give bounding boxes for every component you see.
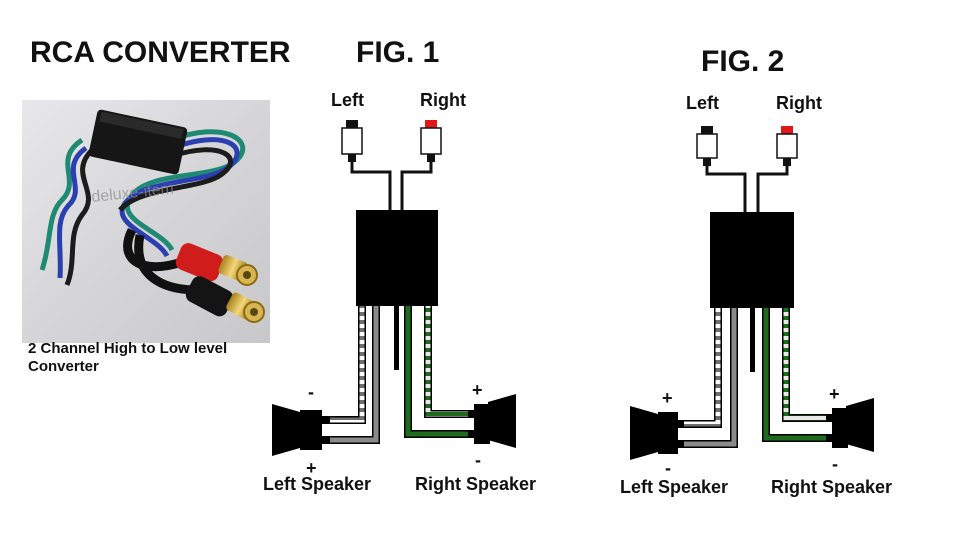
fig2-converter-box bbox=[710, 212, 794, 308]
fig1-converter-box bbox=[356, 210, 438, 306]
fig2-right-bottom-sign: - bbox=[832, 454, 838, 474]
fig1-ground-wire bbox=[394, 306, 399, 370]
fig1-left-bottom-sign: + bbox=[306, 458, 317, 478]
fig1-title: FIG. 1 bbox=[356, 36, 440, 69]
fig1-right-striped-wire bbox=[424, 306, 472, 418]
fig1-left-rca-label: Left bbox=[331, 90, 364, 110]
fig1-left-speaker-label: Left Speaker bbox=[263, 474, 371, 494]
fig2-left-striped-wire bbox=[682, 308, 722, 428]
fig1-right-rca-cable bbox=[400, 162, 433, 212]
fig2-right-speaker-label: Right Speaker bbox=[771, 477, 892, 497]
fig1-right-speaker bbox=[468, 394, 516, 448]
fig2-left-bottom-sign: - bbox=[665, 458, 671, 478]
fig2-left-rca-label: Left bbox=[686, 93, 719, 113]
fig2-right-rca-plug bbox=[776, 126, 798, 166]
fig2-left-rca-cable bbox=[705, 166, 747, 212]
fig1-left-speaker bbox=[272, 404, 330, 456]
fig1-left-striped-wire bbox=[328, 306, 366, 424]
fig1-right-rca-label: Right bbox=[420, 90, 466, 110]
fig2-right-striped-wire bbox=[782, 308, 830, 422]
fig2-diagram: Left Right bbox=[620, 93, 892, 497]
photo-caption: 2 Channel High to Low level Converter bbox=[28, 340, 228, 375]
fig1-right-speaker-label: Right Speaker bbox=[415, 474, 536, 494]
fig2-left-speaker bbox=[630, 406, 684, 460]
product-photo: deluxe-item bbox=[22, 100, 270, 343]
fig2-ground-wire bbox=[750, 308, 755, 372]
fig1-left-rca-cable bbox=[350, 162, 392, 212]
fig1-right-bottom-sign: - bbox=[475, 450, 481, 470]
fig2-title: FIG. 2 bbox=[701, 45, 785, 78]
fig2-right-speaker bbox=[826, 398, 874, 452]
fig1-diagram: Left Right bbox=[263, 90, 536, 494]
fig2-right-rca-label: Right bbox=[776, 93, 822, 113]
fig2-right-rca-cable bbox=[756, 166, 789, 212]
fig1-left-top-sign: - bbox=[308, 382, 314, 402]
fig1-right-rca-plug bbox=[420, 120, 442, 162]
page-title: RCA CONVERTER bbox=[30, 36, 291, 69]
fig2-left-top-sign: + bbox=[662, 388, 673, 408]
fig1-left-rca-plug bbox=[341, 120, 363, 162]
fig2-right-top-sign: + bbox=[829, 384, 840, 404]
fig2-left-rca-plug bbox=[696, 126, 718, 166]
fig1-right-top-sign: + bbox=[472, 380, 483, 400]
fig2-left-speaker-label: Left Speaker bbox=[620, 477, 728, 497]
